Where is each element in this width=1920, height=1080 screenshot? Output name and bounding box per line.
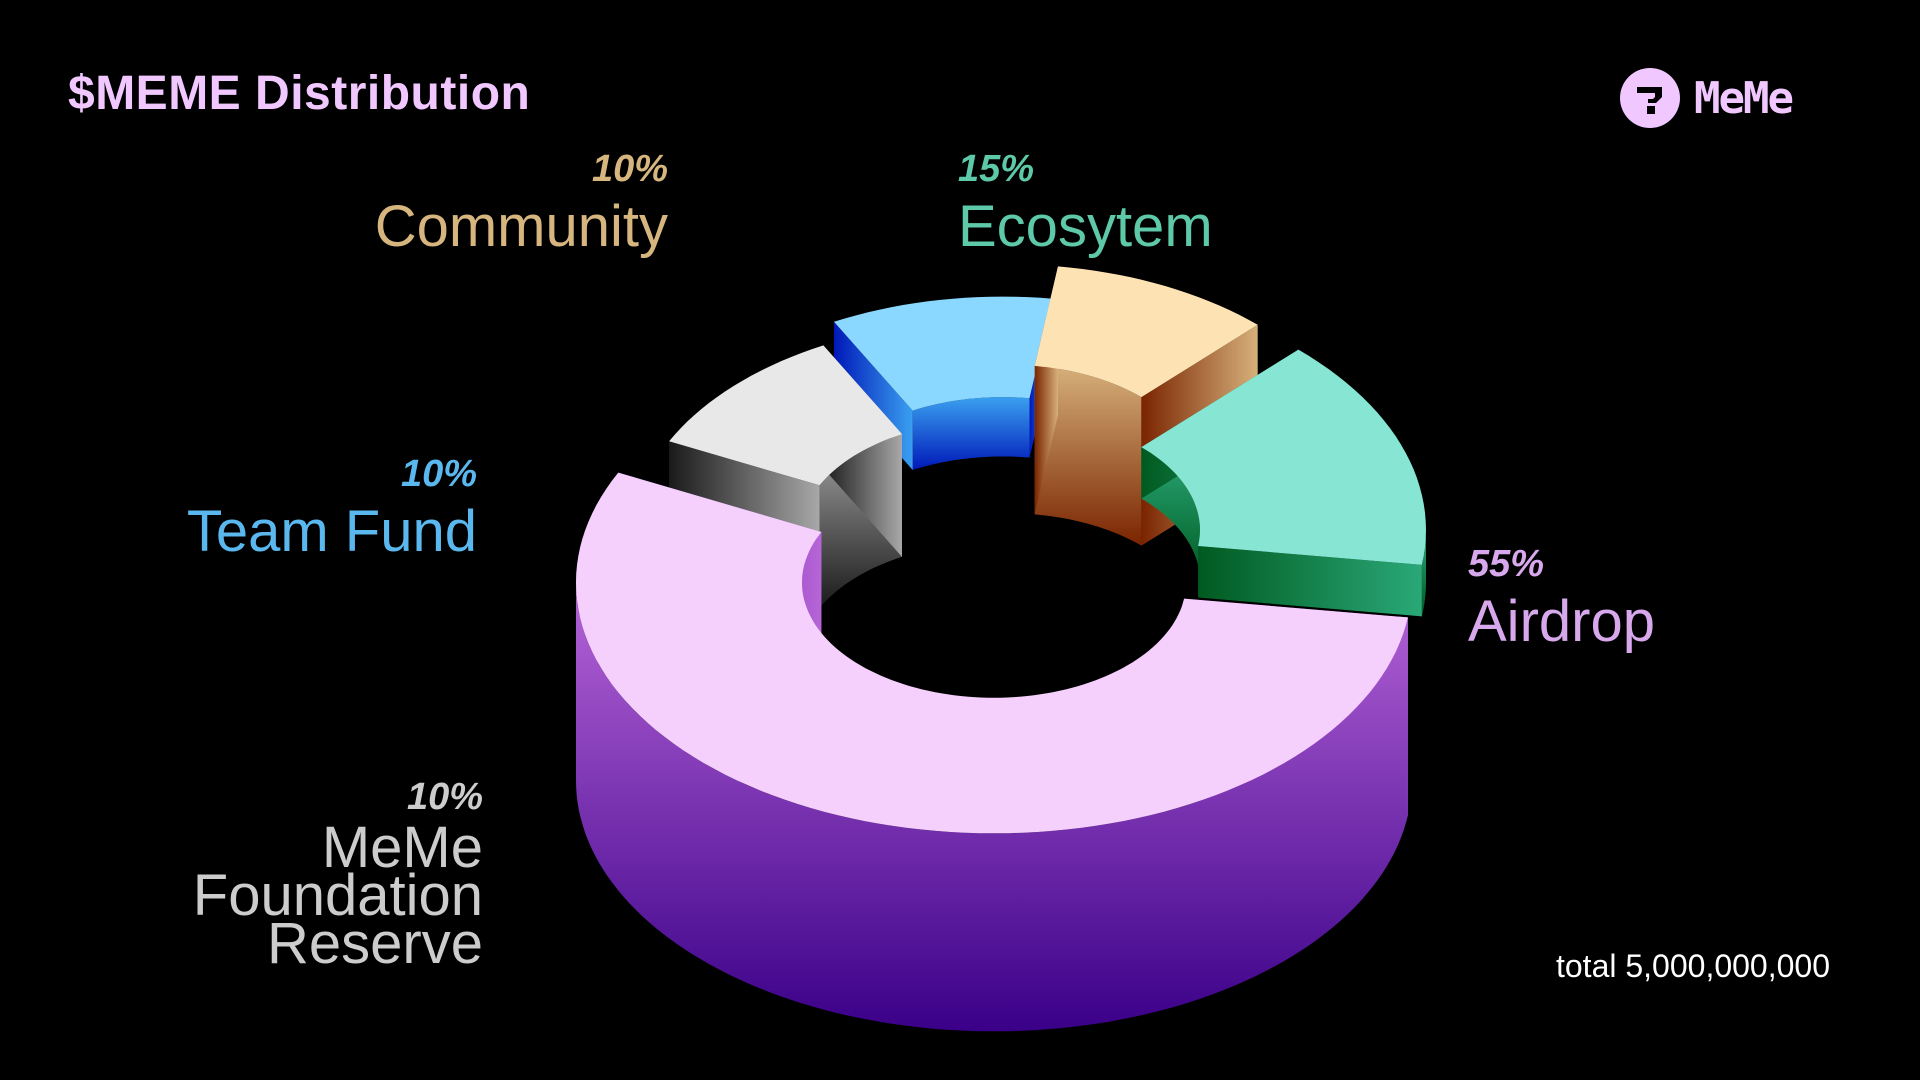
brand: MeMe xyxy=(1620,68,1794,128)
slice-top-face xyxy=(1141,349,1426,565)
slice-top-face xyxy=(576,472,1408,834)
total-supply: total 5,000,000,000 xyxy=(1555,948,1830,984)
slice-label-foundation-reserve: 10% MeMe Foundation Reserve xyxy=(192,776,483,976)
slice-airdrop xyxy=(576,472,1408,1032)
slice-pct-ecosystem: 15% xyxy=(958,148,1035,190)
slice-label-community: 10% Community xyxy=(375,150,668,256)
slice-name-team-fund: Team Fund xyxy=(186,499,477,564)
slice-inner-wall xyxy=(1034,365,1142,546)
slice-pct-airdrop: 55% xyxy=(1468,543,1545,585)
slice-name-airdrop: Airdrop xyxy=(1468,589,1655,654)
slice-name-foundation-line-1: MeMe xyxy=(321,815,483,880)
slice-label-ecosystem: 15% Ecosytem xyxy=(958,150,1213,256)
slice-outer-wall xyxy=(1421,530,1426,617)
page-title: $MEME Distribution xyxy=(68,67,531,120)
slice-ecosytem xyxy=(1141,349,1426,617)
slice-inner-wall xyxy=(912,397,1030,470)
slice-pct-community: 10% xyxy=(591,148,668,190)
slice-end-face-end xyxy=(1198,546,1422,617)
slice-pct-foundation-reserve: 10% xyxy=(406,776,483,818)
slice-name-foundation-line-2: Foundation xyxy=(192,863,483,928)
slice-name-community: Community xyxy=(374,194,668,259)
slice-top-face xyxy=(669,345,902,486)
slice-top-face xyxy=(834,296,1053,411)
slice-label-team-fund: 10% Team Fund xyxy=(187,455,477,561)
slice-top-face xyxy=(1034,266,1258,398)
meme-logo-icon xyxy=(1620,68,1680,128)
slice-pct-team-fund: 10% xyxy=(400,453,477,495)
brand-name: MeMe xyxy=(1694,72,1794,124)
slice-name-ecosystem: Ecosytem xyxy=(958,194,1213,259)
slice-label-airdrop: 55% Airdrop xyxy=(1468,545,1655,651)
slice-outer-wall xyxy=(576,582,1408,1032)
slice-name-foundation-line-3: Reserve xyxy=(267,911,483,976)
